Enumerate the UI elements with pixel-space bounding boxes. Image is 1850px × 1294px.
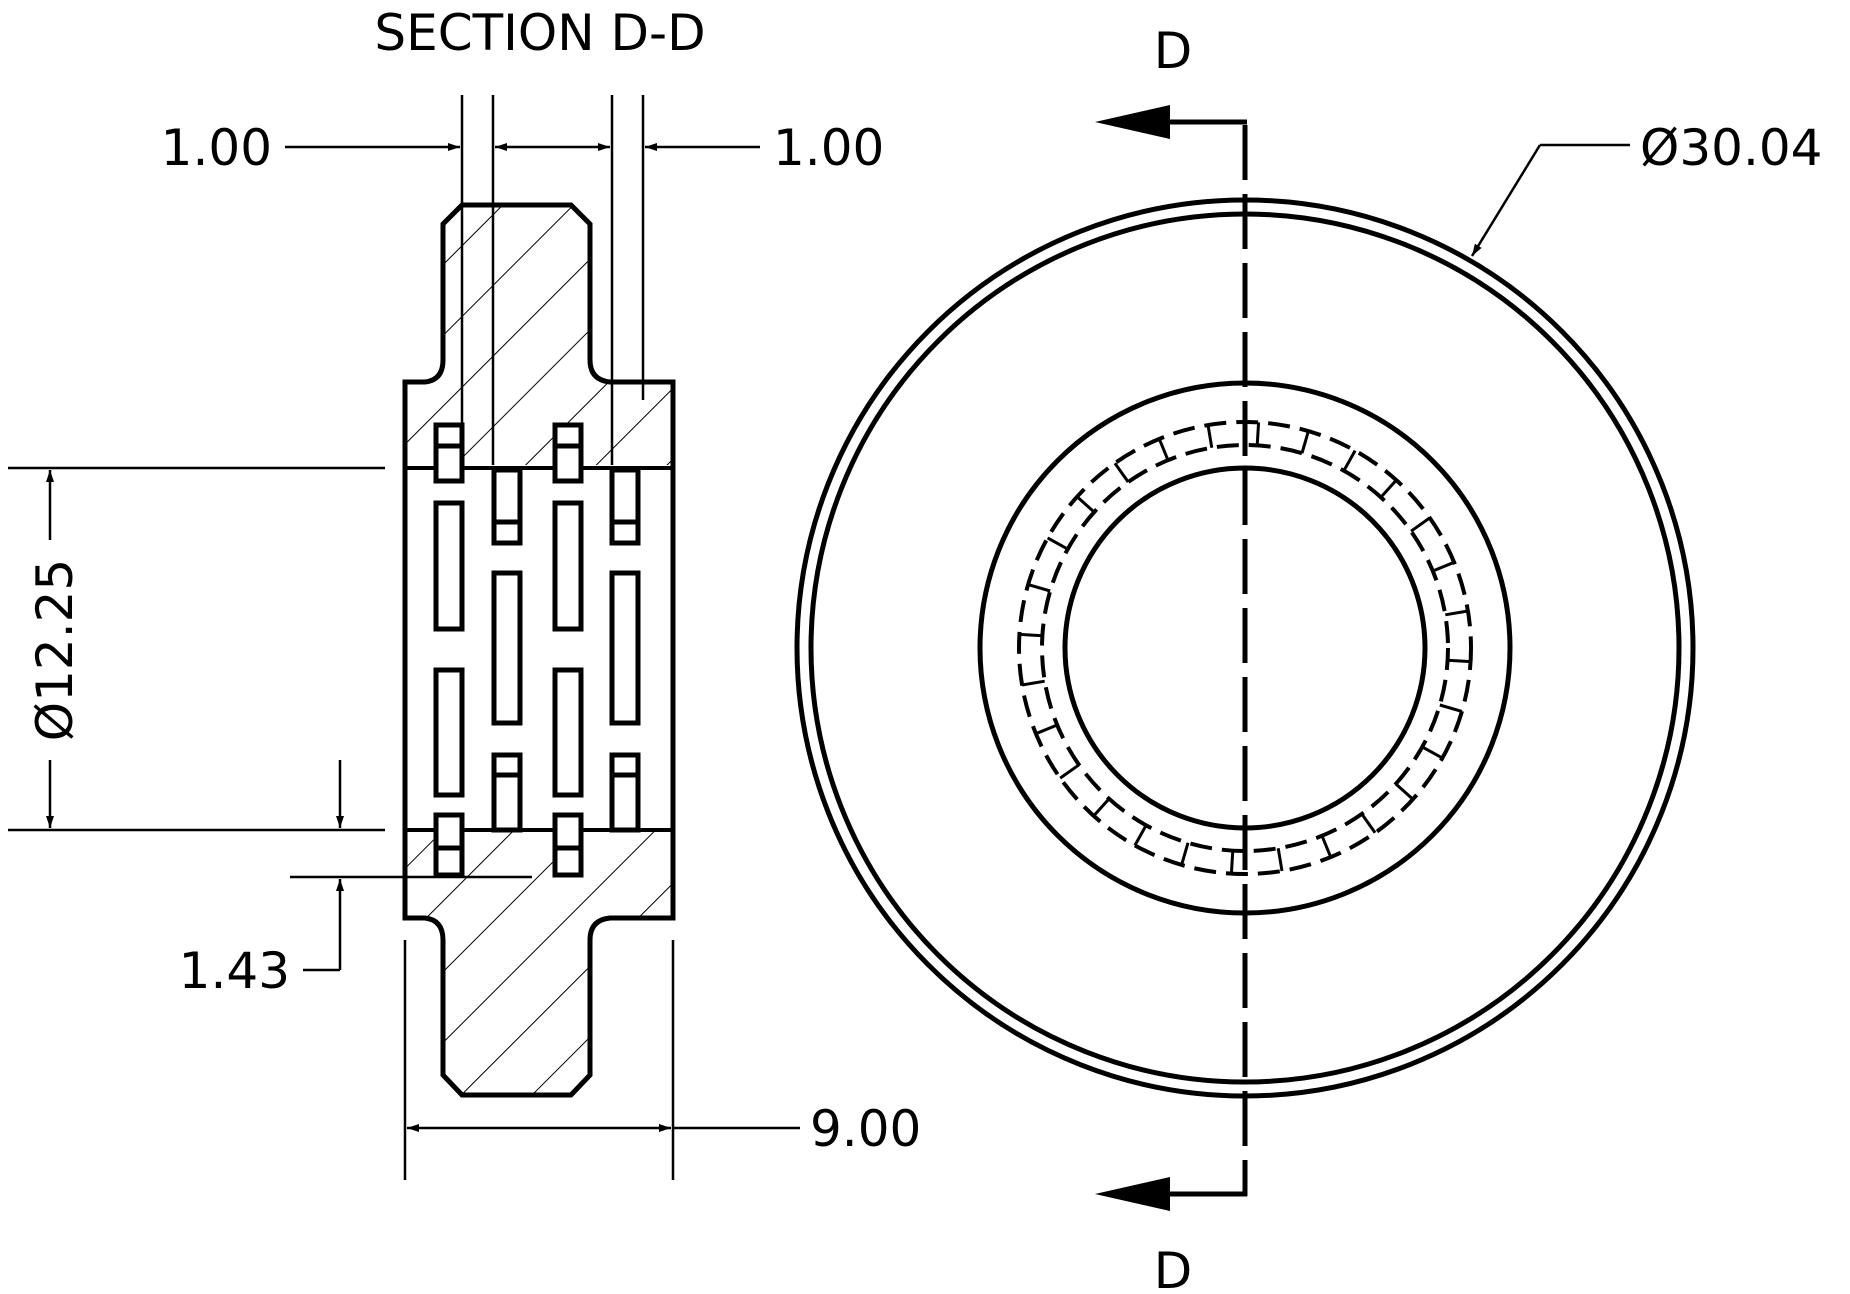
roller	[433, 500, 465, 632]
roller-tick	[1059, 763, 1080, 780]
cage-end	[491, 752, 523, 833]
roller-tick	[1027, 583, 1051, 593]
roller	[491, 570, 523, 726]
roller-tick	[1342, 449, 1357, 472]
section-title: SECTION D-D	[374, 4, 705, 62]
hidden-roller-ticks	[1019, 422, 1471, 874]
roller-tick	[1410, 516, 1431, 533]
cage-pieces	[433, 422, 641, 878]
roller-tick	[1421, 745, 1444, 760]
roller-tick	[1432, 560, 1455, 573]
view-arrow-top	[1095, 105, 1170, 139]
upper-hatch-region	[405, 205, 673, 465]
cage-end	[552, 812, 584, 878]
roller-tick	[1320, 835, 1333, 858]
roller-tick	[1021, 679, 1045, 687]
cut-label-bottom: D	[1154, 1242, 1193, 1294]
roller	[552, 667, 584, 798]
dim-offset: 1.43	[179, 942, 290, 1000]
dim-bore-diameter: Ø12.25	[26, 559, 84, 742]
dim-width: 9.00	[810, 1100, 921, 1158]
roller-tick	[1092, 797, 1111, 817]
roller-tick	[1206, 424, 1214, 448]
roller-tick	[1019, 632, 1043, 638]
roller	[433, 667, 465, 798]
roller-tick	[1394, 782, 1414, 801]
roller-tick	[1379, 479, 1398, 499]
needle-rollers	[433, 500, 641, 798]
dimension-arrow	[1470, 144, 1542, 257]
roller-tick	[1113, 462, 1130, 483]
roller-tick	[1046, 536, 1069, 551]
width-dimension	[403, 940, 800, 1180]
lower-hatch-region	[405, 832, 673, 1095]
roller-tick	[1447, 658, 1471, 664]
front-view: D D Ø30.04	[794, 22, 1823, 1294]
hidden-roller-inner	[1040, 443, 1450, 853]
roller-tick	[1255, 422, 1261, 446]
dim-right-wall: 1.00	[773, 119, 884, 177]
cage-end	[609, 752, 641, 833]
roller-tick	[1229, 850, 1235, 874]
roller-tick	[1360, 813, 1377, 834]
roller	[552, 500, 584, 632]
offset-dimension	[290, 760, 532, 972]
roller-tick	[1076, 495, 1096, 514]
outer-diameter-leader	[1470, 143, 1630, 257]
upper-profile	[402, 202, 676, 465]
cage-end	[609, 467, 641, 546]
cage-end	[491, 467, 523, 546]
dim-left-wall: 1.00	[161, 119, 272, 177]
roller-tick	[1276, 848, 1284, 872]
cage-end	[433, 812, 465, 878]
wall-width-dimensions	[285, 95, 760, 465]
cage-end	[552, 422, 584, 484]
roller-tick	[1300, 430, 1310, 454]
lower-profile	[402, 832, 676, 1098]
roller	[609, 570, 641, 726]
roller-tick	[1133, 824, 1148, 847]
section-view: SECTION D-D	[8, 4, 921, 1180]
cut-label-top: D	[1154, 22, 1193, 80]
roller-tick	[1180, 842, 1190, 866]
dim-outer-diameter: Ø30.04	[1640, 119, 1823, 177]
bore-diameter-dimension	[8, 466, 385, 832]
roller-tick	[1157, 438, 1170, 461]
roller-tick	[1445, 609, 1469, 617]
cage-end	[433, 422, 465, 484]
roller-tick	[1439, 703, 1463, 713]
view-arrow-bottom	[1095, 1177, 1170, 1211]
roller-tick	[1035, 723, 1058, 736]
